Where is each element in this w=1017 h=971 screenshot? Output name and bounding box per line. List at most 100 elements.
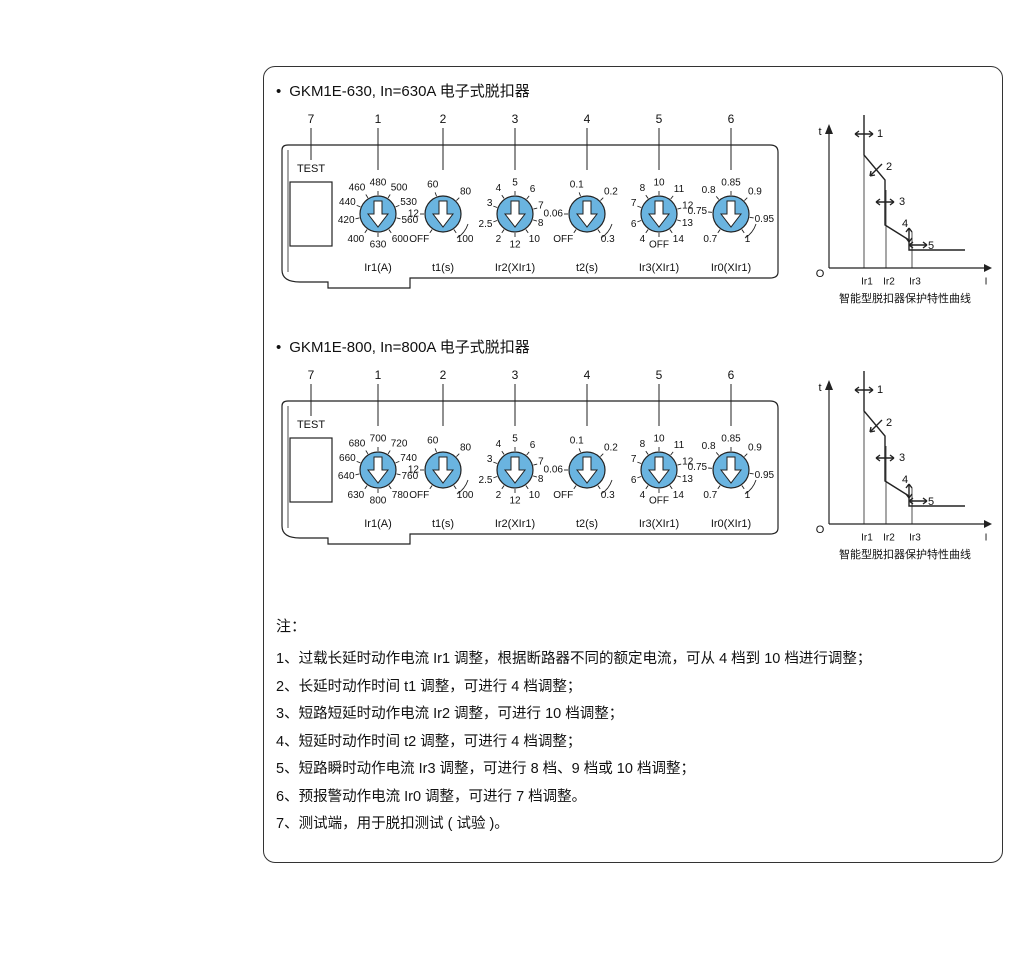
dial-tick <box>453 485 457 490</box>
dial-tick <box>364 485 368 490</box>
note-item-6: 6、预报警动作电流 Ir0 调整，可进行 7 档调整。 <box>276 788 587 805</box>
dial-tick <box>387 450 391 455</box>
dial-tick-label: 500 <box>391 182 408 193</box>
dial-range-arc <box>744 223 757 239</box>
dial-tick <box>578 192 581 197</box>
panel-outline <box>281 400 779 545</box>
test-port[interactable] <box>289 437 333 503</box>
y-axis-arrow-icon <box>825 124 833 134</box>
dial-tick-label: 800 <box>370 496 387 507</box>
dial-tick <box>744 453 748 457</box>
dial-tick <box>670 195 674 200</box>
panel-outline <box>281 144 779 289</box>
dial-tick-label: 400 <box>348 234 365 245</box>
double-arrow-icon <box>854 130 874 138</box>
dial-tick <box>456 197 460 201</box>
dial-tick <box>493 205 498 208</box>
dial-range-arc <box>600 223 613 239</box>
double-arrow-icon <box>908 497 928 505</box>
dial-tick-label: 10 <box>653 434 665 445</box>
dial-label-ir0: Ir0(XIr1) <box>711 518 751 530</box>
dial-tick <box>493 220 498 223</box>
dial-tick-label: 600 <box>392 234 409 245</box>
dial-tick <box>600 197 604 201</box>
dial-label-ir3: Ir3(XIr1) <box>639 262 679 274</box>
callout-number-6: 6 <box>728 368 735 382</box>
dial-tick-label: 6 <box>631 475 637 486</box>
test-label: TEST <box>297 163 325 175</box>
note-item-7: 7、测试端，用于脱扣测试 ( 试验 )。 <box>276 816 509 832</box>
arrow-down-icon <box>431 456 455 484</box>
notes-title: 注： <box>276 618 307 635</box>
note-item-3: 3、短路短延时动作电流 Ir2 调整，可进行 10 档调整； <box>276 706 624 722</box>
dial-tick <box>741 229 745 234</box>
dial-tick-label: 0.9 <box>748 443 762 454</box>
test-label: TEST <box>297 419 325 431</box>
dial-tick <box>637 205 642 208</box>
dial-tick <box>597 485 601 490</box>
dial-label-ir0: Ir0(XIr1) <box>711 262 751 274</box>
test-port[interactable] <box>289 181 333 247</box>
dial-tick-label: 5 <box>512 434 518 445</box>
callout-number-2: 2 <box>440 368 447 382</box>
dial-label-ir2: Ir2(XIr1) <box>495 518 535 530</box>
dial-tick <box>356 204 361 208</box>
dial-tick-label: 5 <box>512 178 518 189</box>
dial-tick-label: 440 <box>339 197 356 208</box>
dial-tick <box>396 217 401 220</box>
dial-tick-label: 7 <box>631 198 637 209</box>
double-arrow-icon <box>854 386 874 394</box>
dial-tick-label: 6 <box>530 184 536 195</box>
dial-tick-label: 4 <box>496 439 502 450</box>
dial-tick-label: 480 <box>370 178 387 189</box>
dial-tick <box>365 450 369 455</box>
dial-tick <box>597 229 601 234</box>
dial-tick-label: OFF <box>649 496 669 507</box>
dial-tick <box>532 475 538 478</box>
arrow-down-icon <box>719 200 743 228</box>
dial-tick-label: 13 <box>682 218 694 229</box>
double-arrow-icon <box>905 483 913 499</box>
dial-tick <box>525 229 529 234</box>
axis-label-i: I <box>985 277 988 288</box>
callout-number-7: 7 <box>308 112 315 126</box>
dial-tick-label: 0.06 <box>544 465 564 476</box>
dial-tick-label: 60 <box>427 436 439 447</box>
dial-tick-label: 0.75 <box>688 206 708 217</box>
section-title-800-text: GKM1E-800, In=800A 电子式脱扣器 <box>289 339 530 356</box>
dial-tick-label: 0.85 <box>721 434 741 445</box>
dial-tick <box>434 448 437 453</box>
ref-label-ir1: Ir1 <box>861 533 873 544</box>
dial-tick-label: 660 <box>339 453 356 464</box>
dial-tick <box>429 229 433 234</box>
note-item-5: 5、短路瞬时动作电流 Ir3 调整，可进行 8 档、9 档或 10 档调整； <box>276 761 695 777</box>
curve-mark-2: 2 <box>886 161 892 173</box>
content-frame <box>263 66 1003 863</box>
dial-tick-label: 12 <box>682 457 694 468</box>
dial-tick <box>525 485 529 490</box>
dial-tick <box>533 463 538 466</box>
dial-tick-label: 60 <box>427 180 439 191</box>
dial-tick <box>676 475 682 478</box>
dial-tick <box>501 485 505 490</box>
dial-range-arc <box>456 479 469 495</box>
dial-label-t1: t1(s) <box>432 262 454 274</box>
section-title-800: •GKM1E-800, In=800A 电子式脱扣器 <box>276 339 530 356</box>
dial-tick <box>645 485 649 490</box>
dial-tick <box>669 485 673 490</box>
arrow-down-icon <box>647 200 671 228</box>
